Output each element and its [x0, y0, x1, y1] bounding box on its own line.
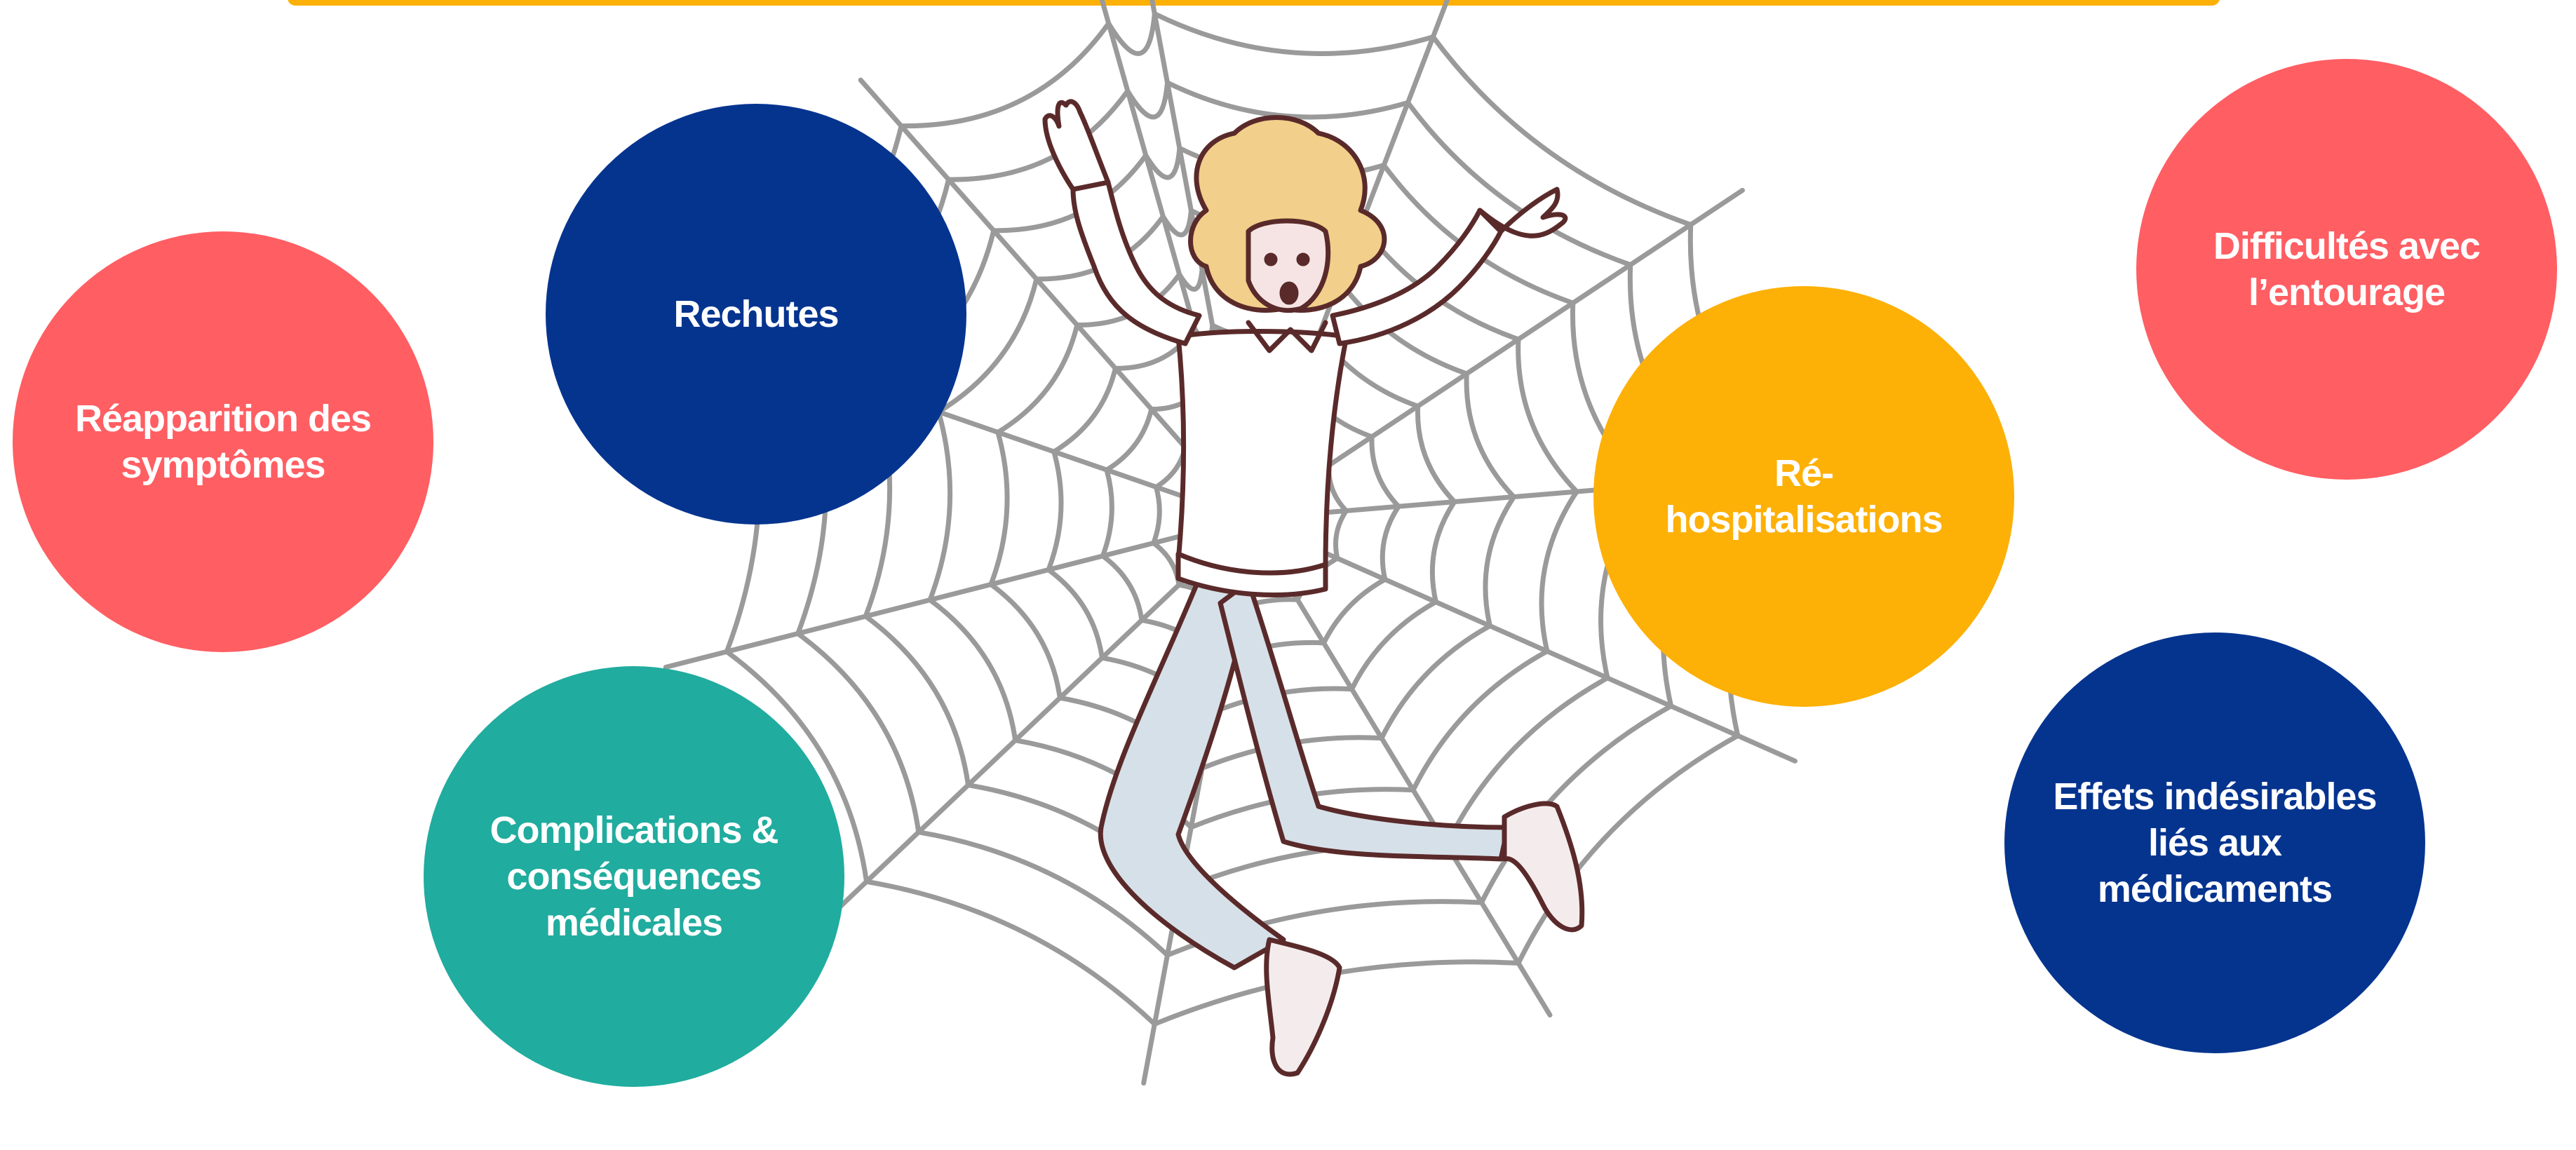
- web-ring: [987, 266, 1518, 771]
- right-hand: [1477, 187, 1568, 238]
- right-leg: [1218, 579, 1511, 862]
- bubble-rehospitalisations-label: Ré- hospitalisations: [1665, 452, 1943, 541]
- web-ring: [1045, 323, 1458, 716]
- bubble-complications-label: Complications & conséquences médicales: [490, 809, 778, 944]
- left-shoe: [1264, 937, 1342, 1077]
- mouth: [1279, 281, 1299, 305]
- bubble-difficultes-label: Difficultés avec l’entourage: [2213, 225, 2481, 313]
- bubble-rehospitalisations: Ré- hospitalisations: [1593, 286, 2014, 707]
- bubble-effets: Effets indésirables liés aux médicaments: [2004, 632, 2425, 1053]
- left-arm: [1070, 180, 1202, 346]
- right-eye: [1296, 252, 1310, 266]
- bubble-complications: Complications & conséquences médicales: [424, 666, 844, 1087]
- right-shoe: [1502, 801, 1585, 933]
- bubble-reapparition: Réapparition des symptômes: [13, 231, 433, 652]
- shirt: [1175, 329, 1349, 581]
- face: [1246, 218, 1331, 313]
- left-hand: [1042, 99, 1111, 192]
- bubble-effets-label: Effets indésirables liés aux médicaments: [2053, 776, 2377, 910]
- woman-figure: [1042, 99, 1585, 1077]
- bubble-difficultes: Difficultés avec l’entourage: [2136, 59, 2557, 480]
- bubble-rechutes: Rechutes: [546, 104, 966, 525]
- top-banner-bar: [288, 0, 2220, 6]
- left-leg: [1098, 558, 1286, 970]
- belt: [1175, 551, 1328, 597]
- bubble-reapparition-label: Réapparition des symptômes: [74, 398, 372, 486]
- collar: [1246, 320, 1328, 353]
- web-ring: [863, 145, 1647, 893]
- left-eye: [1264, 252, 1278, 266]
- bubble-rechutes-label: Rechutes: [673, 293, 839, 335]
- web-ring: [926, 208, 1580, 830]
- hair: [1188, 115, 1387, 313]
